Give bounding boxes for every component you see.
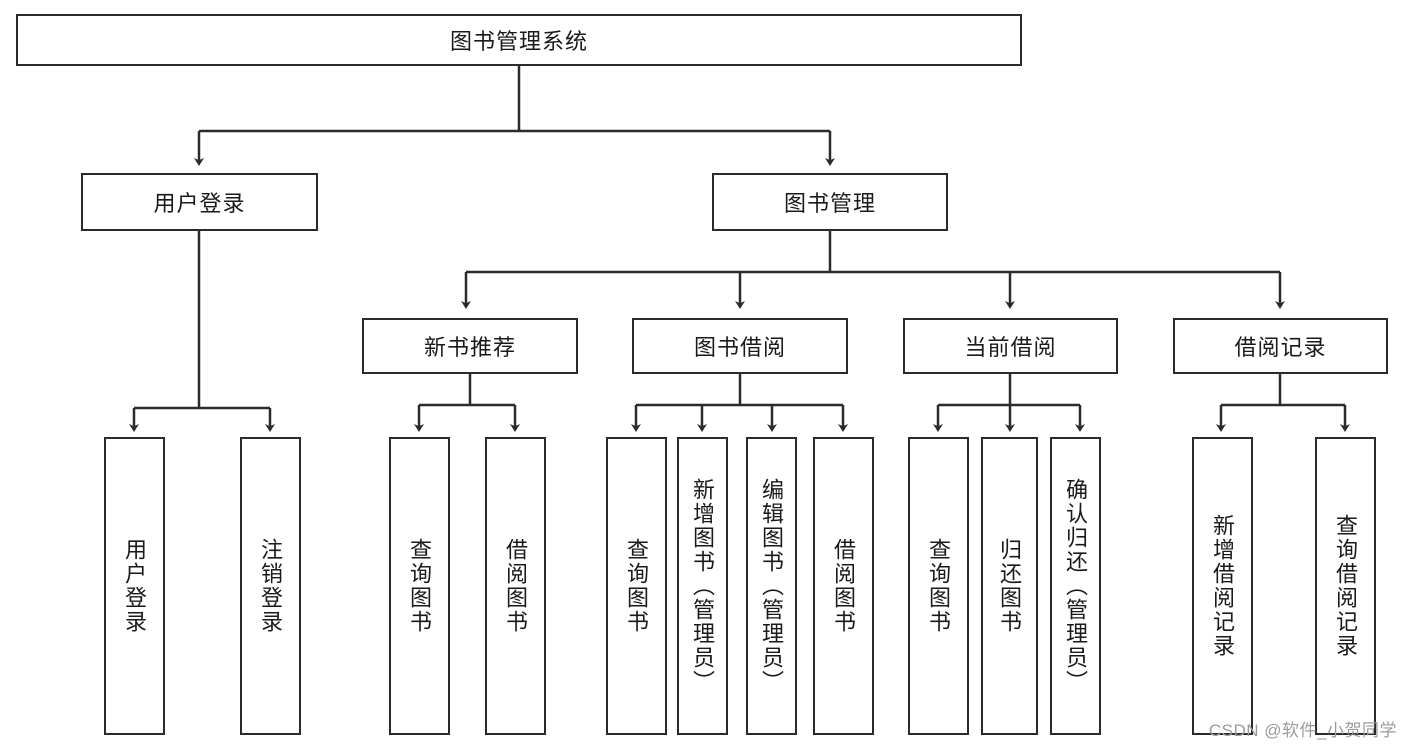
leaf-edit-book-admin[interactable]: 编辑图书（管理员）	[746, 437, 797, 735]
leaf-user-login[interactable]: 用户登录	[104, 437, 165, 735]
leaf-query-book-borrow-label: 查询图书	[624, 538, 650, 634]
leaf-query-book-current[interactable]: 查询图书	[908, 437, 969, 735]
leaf-add-book-admin-label: 新增图书（管理员）	[690, 478, 716, 694]
leaf-confirm-return-admin[interactable]: 确认归还（管理员）	[1050, 437, 1101, 735]
leaf-query-book-recommend-label: 查询图书	[407, 538, 433, 634]
leaf-add-borrow-record[interactable]: 新增借阅记录	[1192, 437, 1253, 735]
leaf-return-book-label: 归还图书	[997, 538, 1023, 634]
node-book-borrow-label: 图书借阅	[693, 335, 786, 360]
leaf-user-login-label: 用户登录	[122, 538, 148, 634]
leaf-logout-label: 注销登录	[258, 538, 284, 634]
leaf-add-borrow-record-label: 新增借阅记录	[1210, 514, 1236, 658]
leaf-query-book-borrow[interactable]: 查询图书	[606, 437, 667, 735]
leaf-borrow-book-label: 借阅图书	[831, 538, 857, 634]
node-borrow-record[interactable]: 借阅记录	[1173, 318, 1388, 374]
leaf-query-book-recommend[interactable]: 查询图书	[389, 437, 450, 735]
node-current-borrow[interactable]: 当前借阅	[903, 318, 1118, 374]
leaf-add-book-admin[interactable]: 新增图书（管理员）	[677, 437, 728, 735]
node-root-label: 图书管理系统	[449, 29, 588, 54]
node-user-login-label: 用户登录	[153, 191, 246, 216]
node-current-borrow-label: 当前借阅	[964, 335, 1057, 360]
node-book-borrow[interactable]: 图书借阅	[632, 318, 848, 374]
leaf-confirm-return-admin-label: 确认归还（管理员）	[1063, 478, 1089, 694]
node-new-book-recommendation[interactable]: 新书推荐	[362, 318, 578, 374]
leaf-borrow-book-recommend[interactable]: 借阅图书	[485, 437, 546, 735]
leaf-edit-book-admin-label: 编辑图书（管理员）	[759, 478, 785, 694]
leaf-query-borrow-record-label: 查询借阅记录	[1333, 514, 1359, 658]
leaf-borrow-book-recommend-label: 借阅图书	[503, 538, 529, 634]
node-book-management-label: 图书管理	[783, 191, 876, 216]
leaf-borrow-book[interactable]: 借阅图书	[813, 437, 874, 735]
node-root[interactable]: 图书管理系统	[16, 14, 1022, 66]
watermark: CSDN @软件_小贺同学	[1208, 721, 1397, 740]
leaf-query-book-current-label: 查询图书	[926, 538, 952, 634]
leaf-query-borrow-record[interactable]: 查询借阅记录	[1315, 437, 1376, 735]
leaf-logout[interactable]: 注销登录	[240, 437, 301, 735]
node-user-login[interactable]: 用户登录	[81, 173, 318, 231]
leaf-return-book[interactable]: 归还图书	[981, 437, 1038, 735]
node-borrow-record-label: 借阅记录	[1234, 335, 1327, 360]
node-new-book-recommendation-label: 新书推荐	[423, 335, 516, 360]
node-book-management[interactable]: 图书管理	[712, 173, 948, 231]
